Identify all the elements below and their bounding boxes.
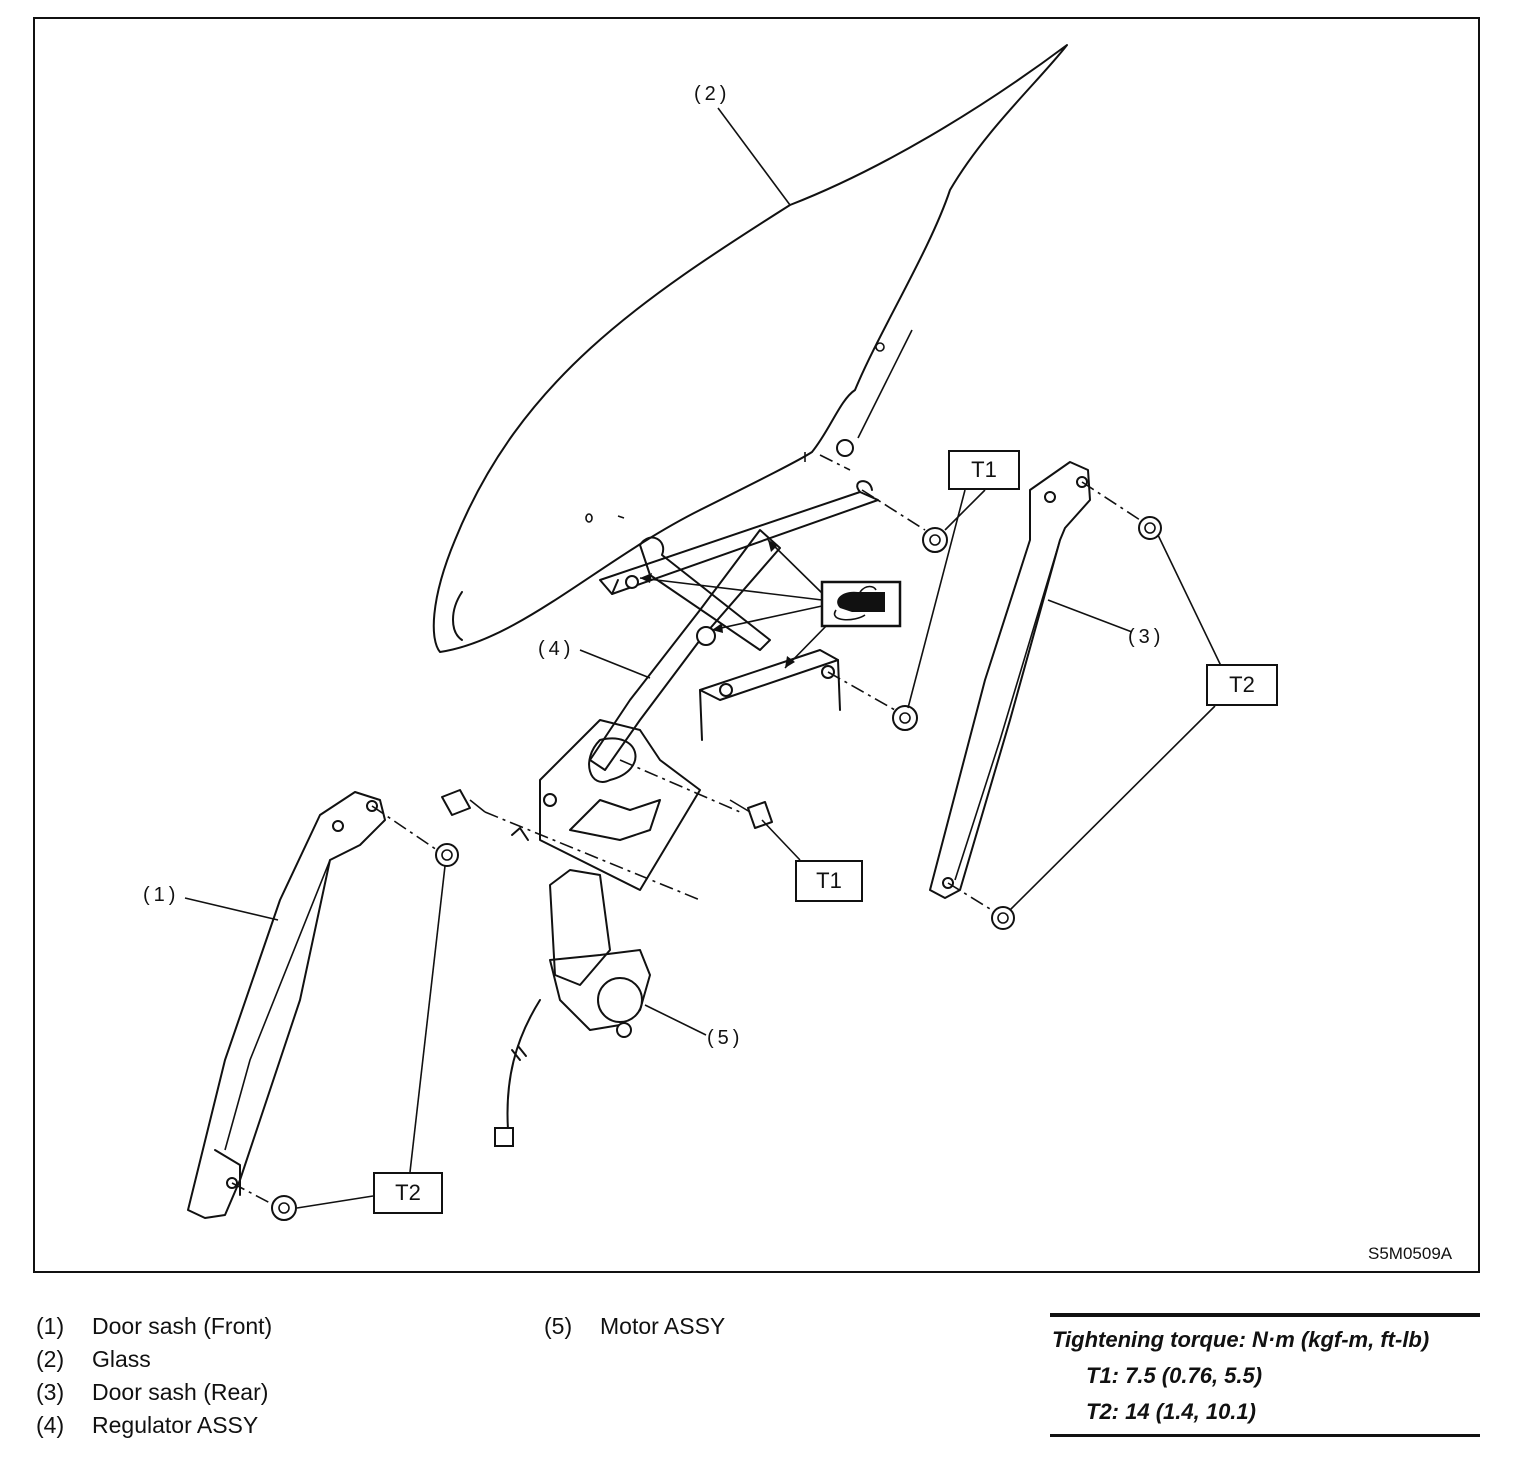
legend-number: (1) xyxy=(36,1313,65,1339)
diagram-frame xyxy=(33,17,1480,1273)
legend-label: Door sash (Front) xyxy=(92,1313,273,1339)
torque-spec-t1: T1: 7.5 (0.76, 5.5) xyxy=(1086,1363,1263,1388)
legend-number: (3) xyxy=(36,1379,65,1405)
legend-label: Glass xyxy=(92,1346,151,1372)
callout-rear-door-sash: (3) xyxy=(1128,626,1165,648)
legend-number: (4) xyxy=(36,1412,65,1438)
torque-box-t1-lower: T1 xyxy=(795,860,863,902)
legend-label: Door sash (Rear) xyxy=(92,1379,269,1405)
regulator-assembly xyxy=(511,480,879,891)
legend-item: (1) Door sash (Front) xyxy=(36,1313,272,1340)
fasteners xyxy=(271,516,1162,1221)
torque-box-t1-upper: T1 xyxy=(948,450,1020,490)
front-door-sash xyxy=(187,791,386,1219)
legend-number: (2) xyxy=(36,1346,65,1372)
legend-item: (5) Motor ASSY xyxy=(544,1313,725,1340)
torque-spec-box: Tightening torque: N·m (kgf-m, ft-lb) T1… xyxy=(1050,1313,1480,1437)
legend-label: Regulator ASSY xyxy=(92,1412,259,1438)
legend-number: (5) xyxy=(544,1313,573,1339)
callout-glass: (2) xyxy=(694,83,731,105)
legend-item: (3) Door sash (Rear) xyxy=(36,1379,268,1406)
torque-spec-t2: T2: 14 (1.4, 10.1) xyxy=(1086,1399,1256,1424)
glass-part xyxy=(432,44,1068,653)
torque-box-t2-left: T2 xyxy=(373,1172,443,1214)
legend-label: Motor ASSY xyxy=(600,1313,726,1339)
figure-code: S5M0509A xyxy=(1368,1244,1453,1263)
rear-door-sash xyxy=(929,461,1091,899)
exploded-view-drawing xyxy=(184,44,1223,1221)
callout-regulator: (4) xyxy=(538,638,575,660)
legend-item: (2) Glass xyxy=(36,1346,151,1373)
callout-motor: (5) xyxy=(707,1027,744,1049)
callout-front-door-sash: (1) xyxy=(143,884,180,906)
legend-item: (4) Regulator ASSY xyxy=(36,1412,258,1439)
motor-assembly xyxy=(494,869,651,1147)
grease-hand-icon xyxy=(820,580,902,628)
assembly-center-lines xyxy=(231,454,1141,1205)
torque-box-t2-right: T2 xyxy=(1206,664,1278,706)
torque-spec-heading: Tightening torque: N·m (kgf-m, ft-lb) xyxy=(1052,1327,1430,1352)
leader-lines xyxy=(184,107,1223,1209)
